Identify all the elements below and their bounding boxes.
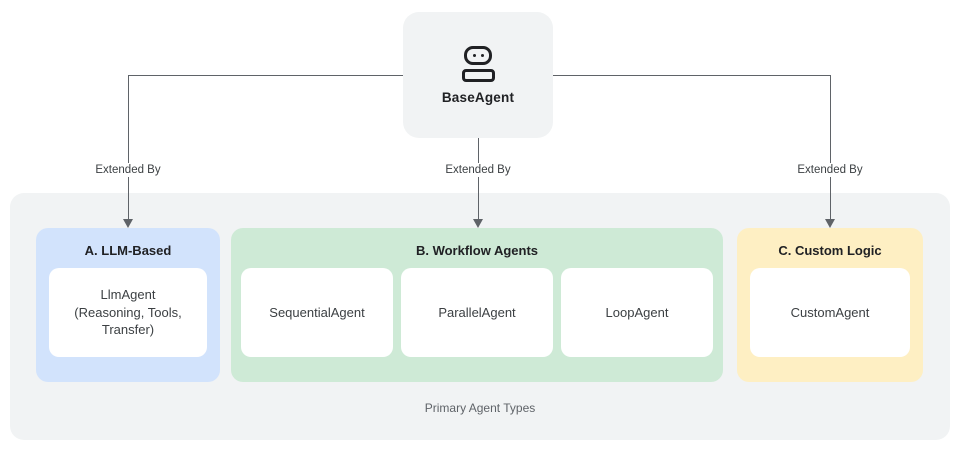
arrowhead-right <box>825 219 835 228</box>
node-llm-agent-line-1: LlmAgent <box>100 287 156 303</box>
base-agent-node: BaseAgent <box>403 12 553 138</box>
node-sequential-agent-label: SequentialAgent <box>269 304 365 320</box>
node-llm-agent-line-2: (Reasoning, Tools, <box>74 304 182 320</box>
edge-label-extended-by-middle: Extended By <box>441 163 515 177</box>
connector-vertical-right <box>829 74 831 221</box>
arrowhead-left <box>123 219 133 228</box>
node-loop-agent-label: LoopAgent <box>605 304 669 320</box>
robot-head <box>464 45 492 65</box>
edge-label-extended-by-right: Extended By <box>793 163 867 177</box>
connector-vertical-middle <box>477 138 479 220</box>
connector-horizontal-right <box>553 74 830 76</box>
connector-vertical-left <box>127 74 129 221</box>
container-caption: Primary Agent Types <box>424 401 536 415</box>
robot-body <box>461 68 495 82</box>
node-sequential-agent: SequentialAgent <box>241 268 393 357</box>
base-agent-label: BaseAgent <box>441 89 515 105</box>
workflow-card-row: SequentialAgent ParallelAgent LoopAgent <box>241 268 713 357</box>
group-workflow-agents: B. Workflow Agents SequentialAgent Paral… <box>231 228 723 382</box>
node-llm-agent: LlmAgent (Reasoning, Tools, Transfer) <box>49 268 207 357</box>
robot-eye-left <box>472 53 476 57</box>
edge-label-extended-by-left: Extended By <box>91 163 165 177</box>
arrowhead-middle <box>473 219 483 228</box>
connector-horizontal-left <box>128 74 403 76</box>
node-parallel-agent-label: ParallelAgent <box>438 304 516 320</box>
group-llm-based: A. LLM-Based LlmAgent (Reasoning, Tools,… <box>36 228 220 382</box>
node-loop-agent: LoopAgent <box>561 268 713 357</box>
group-custom-logic: C. Custom Logic CustomAgent <box>737 228 923 382</box>
group-workflow-title: B. Workflow Agents <box>415 243 539 258</box>
node-custom-agent-label: CustomAgent <box>790 304 870 320</box>
robot-eye-right <box>480 53 484 57</box>
node-custom-agent: CustomAgent <box>750 268 910 357</box>
group-llm-title: A. LLM-Based <box>84 243 172 258</box>
node-llm-agent-line-3: Transfer) <box>101 322 155 338</box>
group-custom-title: C. Custom Logic <box>778 243 882 258</box>
primary-agent-types-container: A. LLM-Based LlmAgent (Reasoning, Tools,… <box>10 193 950 440</box>
robot-icon <box>461 45 495 82</box>
node-parallel-agent: ParallelAgent <box>401 268 553 357</box>
